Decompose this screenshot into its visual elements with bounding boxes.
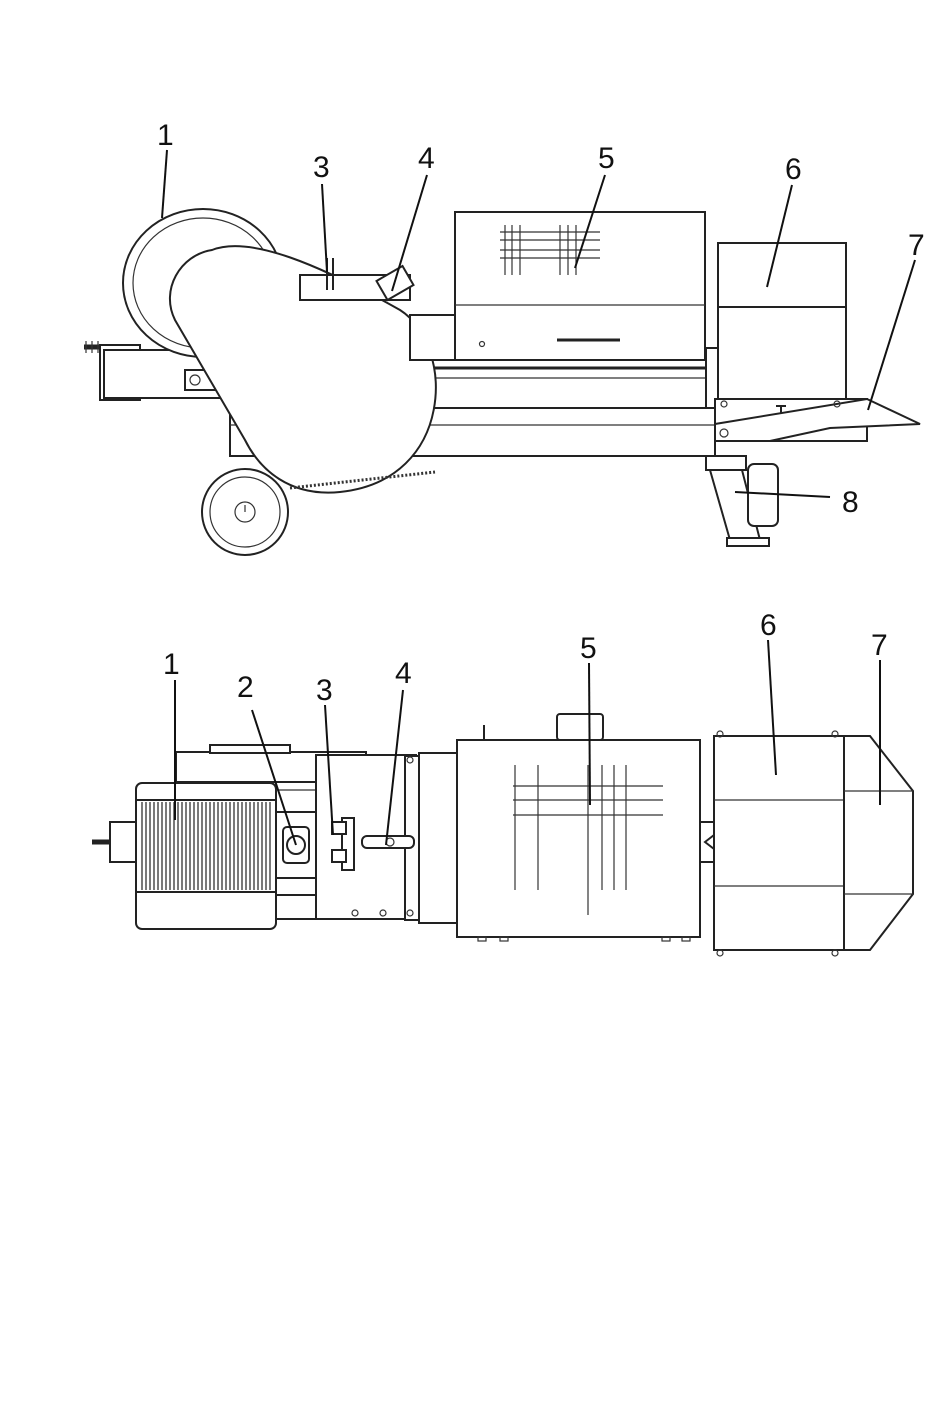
top-view xyxy=(92,714,913,956)
side-hopper-6 xyxy=(706,243,846,408)
side-label-7: 7 xyxy=(908,229,925,262)
side-view xyxy=(84,209,920,555)
side-housing-5 xyxy=(455,212,705,360)
top-label-4: 4 xyxy=(395,657,412,690)
side-support-leg-8 xyxy=(706,456,778,546)
side-label-5: 5 xyxy=(598,142,615,175)
top-label-3: 3 xyxy=(316,674,333,707)
top-label-7: 7 xyxy=(871,629,888,662)
side-label-6: 6 xyxy=(785,153,802,186)
side-label-8: 8 xyxy=(842,486,859,519)
side-label-3: 3 xyxy=(313,151,330,184)
top-threaded-rod xyxy=(92,822,136,862)
top-tray-7 xyxy=(844,736,913,950)
side-tray-7 xyxy=(715,399,920,441)
top-label-2: 2 xyxy=(237,671,254,704)
side-wheel xyxy=(202,469,288,555)
top-lever-4 xyxy=(362,836,414,848)
top-label-1: 1 xyxy=(163,648,180,681)
top-motor-1 xyxy=(136,783,276,929)
top-coupling xyxy=(700,822,714,862)
top-housing-5 xyxy=(457,714,700,941)
side-label-1: 1 xyxy=(157,119,174,152)
side-label-4: 4 xyxy=(418,142,435,175)
top-label-6: 6 xyxy=(760,609,777,642)
top-hopper-6 xyxy=(714,731,844,956)
top-label-5: 5 xyxy=(580,632,597,665)
